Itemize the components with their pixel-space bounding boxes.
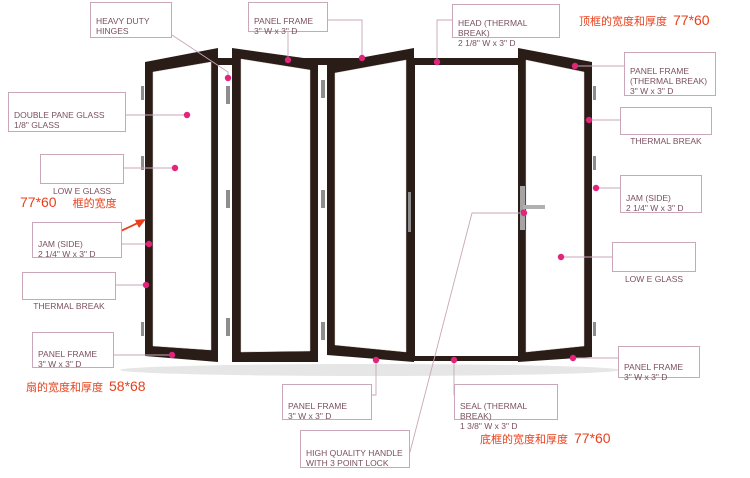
label-thermal-break-left: THERMAL BREAK: [22, 272, 116, 311]
bottom-track: [414, 356, 522, 361]
label-seal-thermal-break: SEAL (THERMAL BREAK)1 3/8" W x 3" D: [454, 384, 558, 431]
label-low-e-glass-right: LOW E GLASS: [612, 242, 696, 284]
leader-handle-line: [409, 212, 524, 453]
dot-panel-frame-bottom: [372, 356, 380, 364]
dot-jam-left: [145, 240, 153, 248]
label-head-thermal-break: HEAD (THERMAL BREAK)2 1/8" W x 3" D: [452, 4, 560, 48]
dot-low-e-right: [557, 253, 565, 261]
dot-head: [433, 58, 441, 66]
dot-panel-frame-top: [284, 56, 292, 64]
dot-panel-frame-left: [168, 351, 176, 359]
dot-panel-frame-mid: [358, 54, 366, 62]
leader-head: [436, 19, 452, 62]
panel-3-glass: [334, 59, 407, 353]
dot-panel-frame-thermal: [571, 62, 579, 70]
dot-thermal-break-left: [142, 281, 150, 289]
dot-handle: [520, 209, 528, 217]
label-jam-side-right: JAM (SIDE)2 1/4" W x 3" D: [620, 175, 702, 213]
dot-jam-right: [592, 184, 600, 192]
dot-panel-frame-right: [569, 354, 577, 362]
label-panel-frame-thermal-break: PANEL FRAME(THERMAL BREAK)3" W x 3" D: [624, 52, 716, 96]
panel-2-glass: [240, 58, 311, 353]
label-low-e-glass-left: LOW E GLASS: [40, 154, 124, 196]
panel-1-glass: [152, 61, 212, 351]
label-jam-side-left: JAM (SIDE)2 1/4" W x 3" D: [32, 222, 122, 259]
dot-low-e-left: [171, 164, 179, 172]
label-thermal-break-right: THERMAL BREAK: [620, 107, 712, 146]
hinges: [141, 80, 596, 340]
leader-panel-frame-bottom: [372, 362, 377, 396]
dot-seal: [450, 356, 458, 364]
leader-panel-frame-mid: [328, 19, 363, 58]
leader-lines: [114, 19, 624, 453]
panel-4-glass: [525, 59, 585, 353]
dot-thermal-break-right: [585, 116, 593, 124]
dot-hinges: [224, 74, 232, 82]
door-illustration: [120, 48, 620, 376]
dot-double-pane: [183, 111, 191, 119]
